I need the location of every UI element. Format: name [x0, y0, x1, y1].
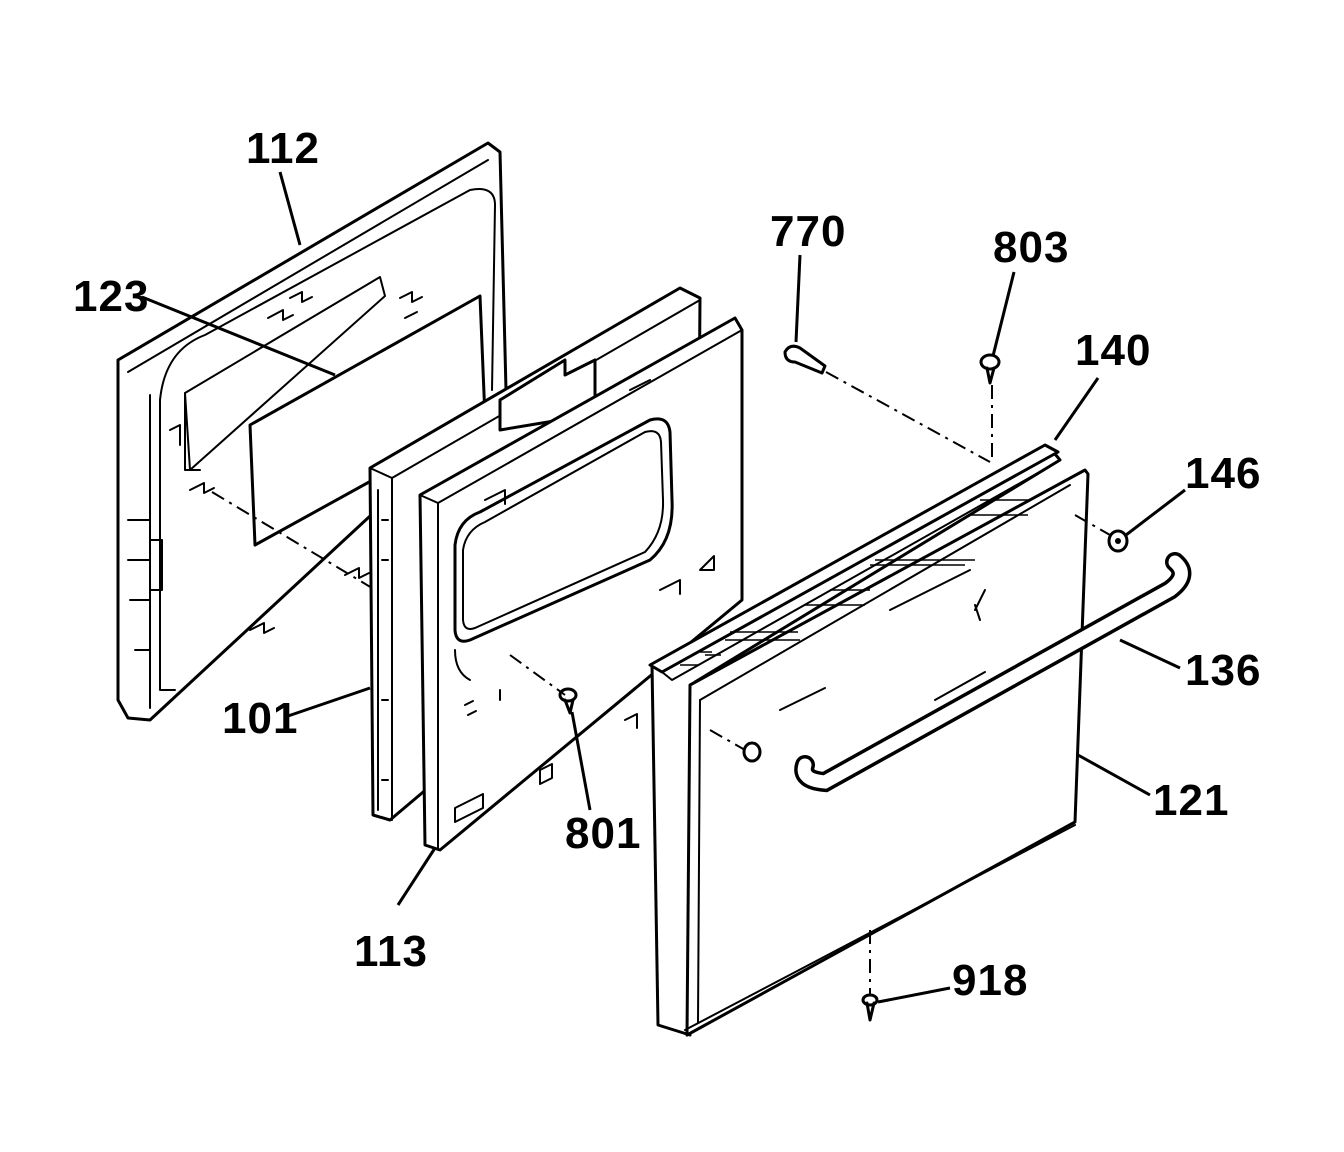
label-112: 112 — [246, 124, 320, 173]
label-770: 770 — [770, 207, 846, 256]
part-801-screw — [558, 687, 578, 715]
label-918: 918 — [952, 956, 1028, 1005]
part-140-vent-trim — [648, 443, 1060, 681]
vent-slots — [680, 499, 1030, 666]
assembly-lines — [211, 371, 1111, 995]
leader-lines — [141, 171, 1186, 1004]
label-140: 140 — [1075, 326, 1151, 375]
label-801: 801 — [565, 809, 641, 858]
part-770-screw — [783, 344, 827, 375]
part-labels: 112 123 101 113 801 770 803 140 146 136 … — [73, 124, 1261, 1005]
part-918-screw — [861, 993, 879, 1022]
part-803-screw — [979, 353, 1001, 385]
label-121: 121 — [1153, 776, 1229, 825]
label-113: 113 — [354, 927, 428, 976]
part-113-door-panel — [418, 316, 744, 852]
label-803: 803 — [993, 223, 1069, 272]
part-136-handle — [794, 552, 1192, 793]
label-136: 136 — [1185, 646, 1261, 695]
label-101: 101 — [222, 694, 298, 743]
part-146-spacer — [1107, 529, 1129, 553]
label-146: 146 — [1185, 449, 1261, 498]
label-123: 123 — [73, 272, 149, 321]
spacer-lower — [742, 741, 762, 763]
